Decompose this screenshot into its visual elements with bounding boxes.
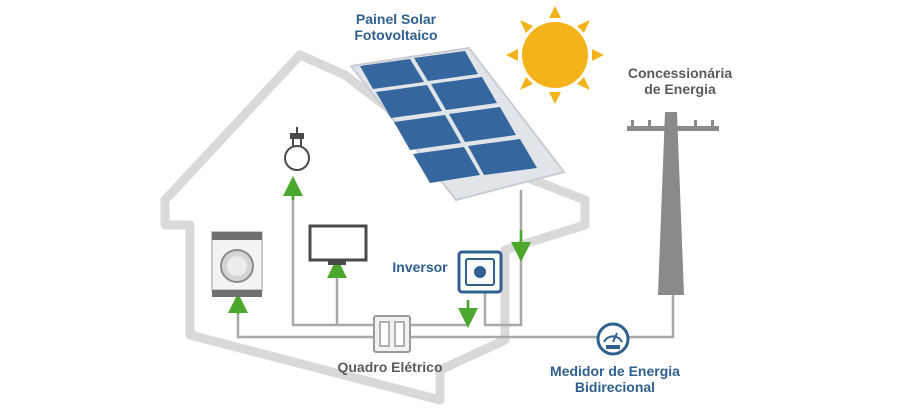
light-bulb-icon: [284, 127, 310, 171]
inverter-label-text: Inversor: [392, 259, 448, 275]
flow-arrows: [228, 176, 531, 328]
inverter-label: Inversor: [384, 259, 456, 275]
sun-icon: [506, 6, 604, 104]
meter-label-line1: Medidor de Energia: [550, 363, 680, 379]
electrical-panel-label-text: Quadro Elétrico: [337, 359, 443, 375]
solar-panel-label: Painel Solar Fotovoltaico: [331, 11, 461, 43]
tv-icon: [308, 224, 368, 265]
washing-machine-icon: [211, 231, 263, 297]
electrical-panel-icon: [373, 315, 411, 353]
utility-label-line2: de Energia: [644, 81, 716, 97]
meter-icon: [596, 322, 630, 356]
solar-panel-label-line2: Fotovoltaico: [354, 27, 438, 43]
electrical-panel-label: Quadro Elétrico: [320, 359, 460, 375]
meter-label: Medidor de Energia Bidirecional: [530, 363, 700, 395]
utility-label: Concessionária de Energia: [605, 65, 755, 97]
solar-panel-label-line1: Painel Solar: [355, 11, 437, 27]
meter-label-line2: Bidirecional: [574, 379, 656, 395]
utility-pole-icon: [627, 112, 719, 295]
solar-panel-icon: [349, 46, 566, 202]
inverter-icon: [457, 250, 503, 294]
utility-label-line1: Concessionária: [627, 65, 733, 81]
house-outline: [160, 50, 590, 405]
